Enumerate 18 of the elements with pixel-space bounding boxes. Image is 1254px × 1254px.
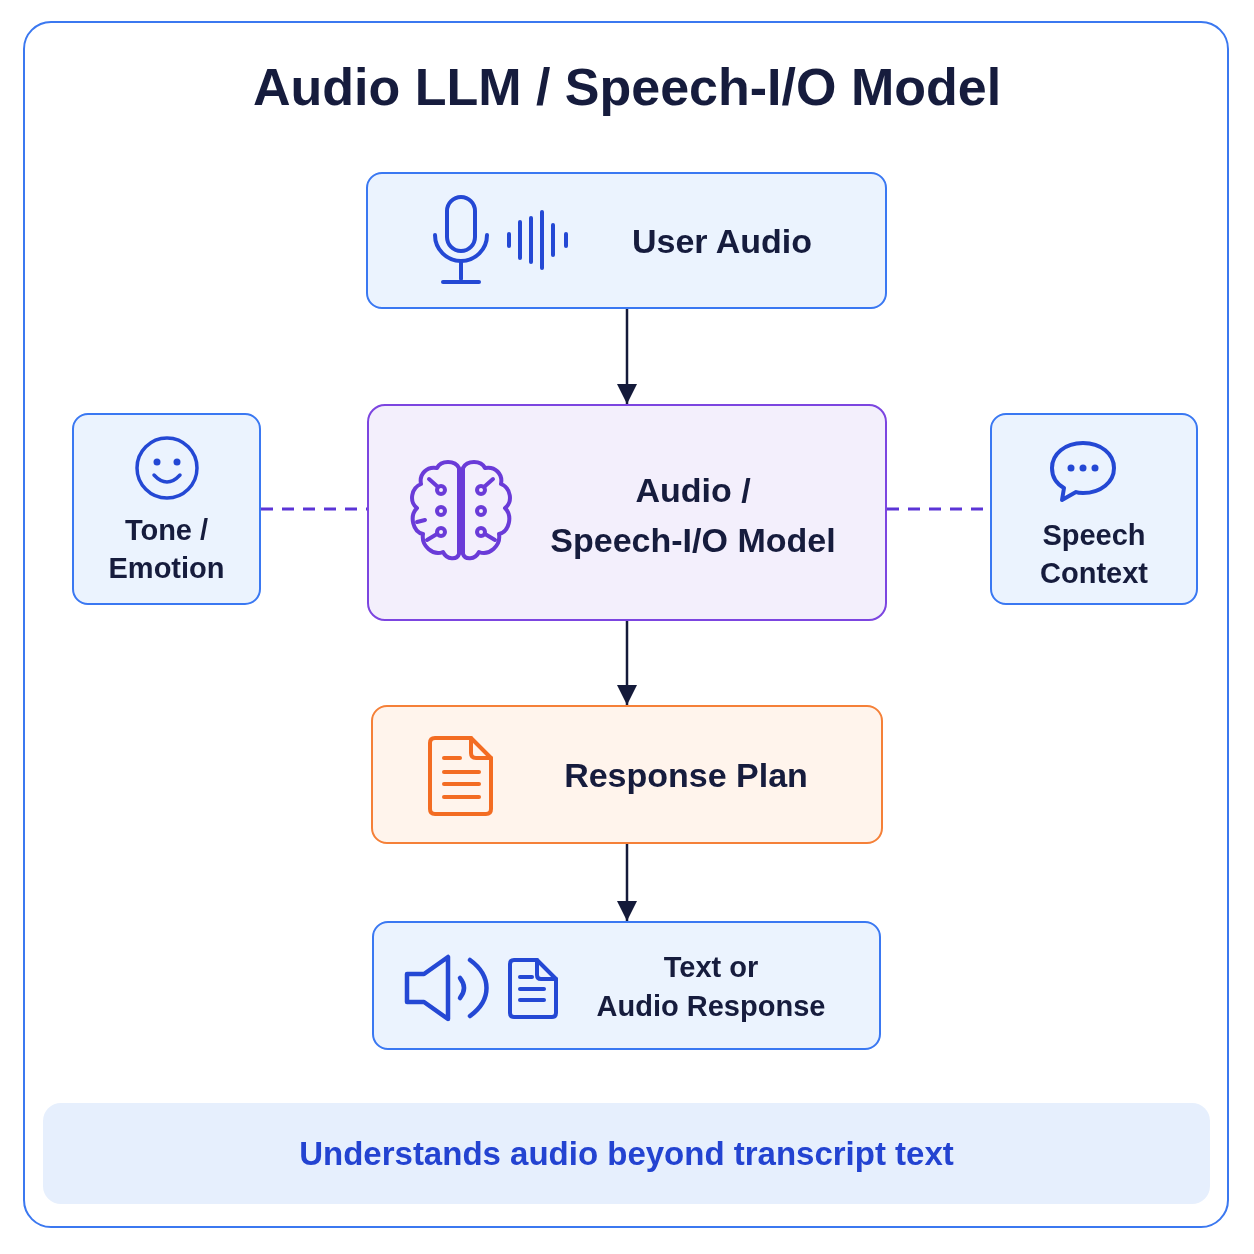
node-label: User Audio: [631, 220, 813, 261]
node-label: Text or Audio Response: [596, 950, 826, 1024]
output-box: [372, 921, 881, 1050]
node-label: Audio / Speech-I/O Model: [550, 470, 836, 561]
input-box: [72, 413, 261, 605]
banner-text: Understands audio beyond transcript text: [299, 1133, 954, 1174]
diagram-title: Audio LLM / Speech-I/O Model: [252, 57, 1002, 118]
arrow: [617, 844, 637, 921]
arrow: [617, 309, 637, 404]
input-box: [990, 413, 1198, 605]
model-box: [367, 404, 887, 621]
node-label: Response Plan: [564, 754, 808, 795]
node-label: Tone / Emotion: [108, 513, 225, 586]
process-box: [366, 172, 887, 309]
arrow: [617, 621, 637, 705]
node-label: Speech Context: [1040, 518, 1148, 591]
summary-banner: [43, 1103, 1210, 1204]
process-box: [371, 705, 883, 844]
